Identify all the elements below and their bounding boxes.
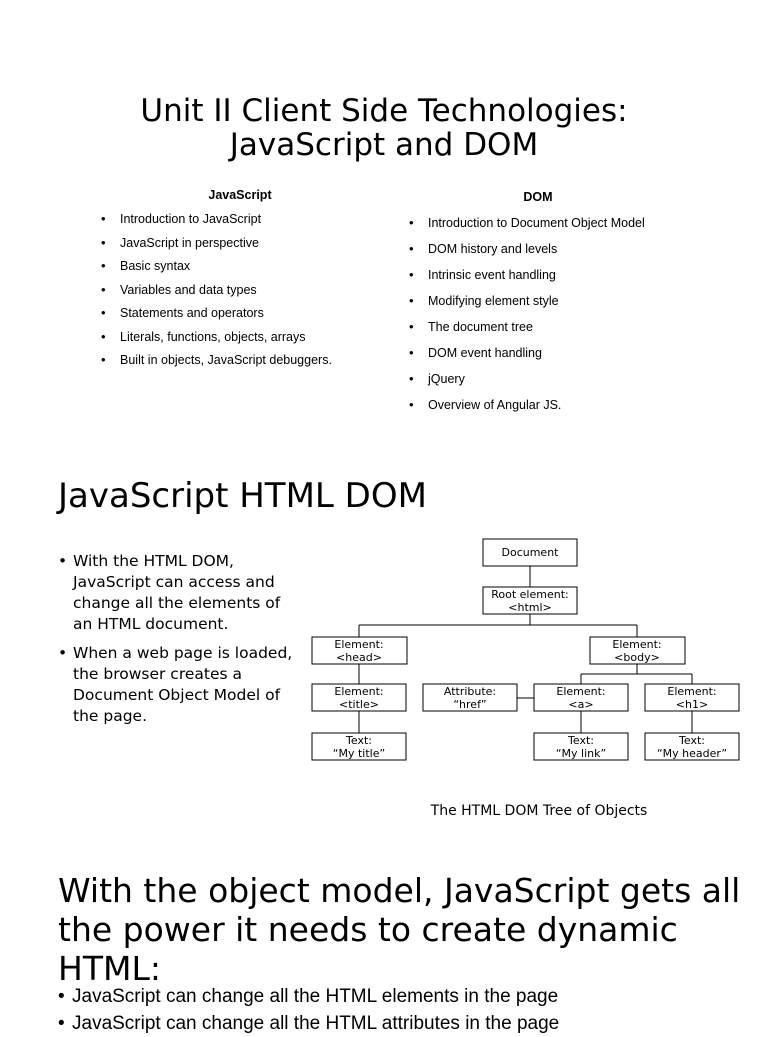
tree-node-body: Element: <body> [589, 636, 686, 665]
dom-tree-diagram: Document Root element: <html> Element: <… [311, 538, 740, 761]
tree-node-text-header: Text: “My header” [644, 732, 740, 761]
list-item: Literals, functions, objects, arrays [101, 329, 381, 353]
tree-node-text-link: Text: “My link” [533, 732, 629, 761]
tree-node-h1: Element: <h1> [644, 683, 740, 712]
list-item: DOM history and levels [409, 241, 709, 267]
node-label: Root element: [491, 588, 568, 601]
tree-node-root-element: Root element: <html> [482, 586, 578, 615]
diagram-caption: The HTML DOM Tree of Objects [430, 803, 648, 819]
list-item: Statements and operators [101, 305, 381, 329]
list-item: jQuery [409, 371, 709, 397]
node-label: Text: [345, 734, 372, 747]
list-item: Built in objects, JavaScript debuggers. [101, 352, 381, 376]
node-label: Attribute: [444, 685, 496, 698]
slide3-title: With the object model, JavaScript gets a… [58, 871, 741, 988]
tree-connectors [358, 566, 693, 733]
node-value: <body> [614, 651, 660, 664]
node-value: <title> [339, 698, 379, 711]
slide3-bullet-list: JavaScript can change all the HTML eleme… [58, 983, 758, 1037]
list-item: JavaScript in perspective [101, 235, 381, 259]
node-label: Element: [334, 685, 383, 698]
node-label: Text: [678, 734, 705, 747]
list-item: Introduction to Document Object Model [409, 215, 709, 241]
node-label: Document [502, 546, 560, 559]
node-value: “My header” [657, 747, 727, 760]
javascript-column-heading: JavaScript [208, 188, 272, 202]
node-value: “My link” [556, 747, 606, 760]
list-item: DOM event handling [409, 345, 709, 371]
javascript-topic-list: Introduction to JavaScript JavaScript in… [101, 211, 381, 376]
node-value: <html> [508, 601, 552, 614]
list-item: When a web page is loaded, the browser c… [58, 643, 298, 727]
tree-node-title: Element: <title> [311, 683, 407, 712]
list-item: Overview of Angular JS. [409, 397, 709, 423]
node-label: Element: [556, 685, 605, 698]
node-value: <h1> [676, 698, 708, 711]
slide2-bullet-list: With the HTML DOM, JavaScript can access… [58, 551, 298, 735]
list-item: Intrinsic event handling [409, 267, 709, 293]
node-value: “href” [453, 698, 486, 711]
node-value: “My title” [333, 747, 385, 760]
list-item: JavaScript can change all the HTML eleme… [58, 983, 758, 1010]
node-label: Element: [612, 638, 661, 651]
list-item: Modifying element style [409, 293, 709, 319]
tree-node-document: Document [482, 538, 578, 567]
tree-node-text-title: Text: “My title” [311, 732, 407, 761]
dom-column-heading: DOM [523, 190, 553, 204]
node-value: <a> [568, 698, 593, 711]
tree-node-attribute: Attribute: “href” [422, 683, 518, 712]
list-item: Basic syntax [101, 258, 381, 282]
node-value: <head> [336, 651, 382, 664]
tree-node-a: Element: <a> [533, 683, 629, 712]
slide1-title-line1: Unit II Client Side Technologies: [140, 93, 628, 129]
list-item: Variables and data types [101, 282, 381, 306]
list-item: With the HTML DOM, JavaScript can access… [58, 551, 298, 635]
slide1-title-line2: JavaScript and DOM [229, 127, 539, 163]
list-item: Introduction to JavaScript [101, 211, 381, 235]
slide2-title: JavaScript HTML DOM [58, 476, 427, 516]
node-label: Text: [567, 734, 594, 747]
slide1-title: Unit II Client Side Technologies: JavaSc… [0, 94, 768, 162]
tree-node-head: Element: <head> [311, 636, 408, 665]
node-label: Element: [334, 638, 383, 651]
dom-topic-list: Introduction to Document Object Model DO… [409, 215, 709, 423]
list-item: The document tree [409, 319, 709, 345]
node-label: Element: [667, 685, 716, 698]
